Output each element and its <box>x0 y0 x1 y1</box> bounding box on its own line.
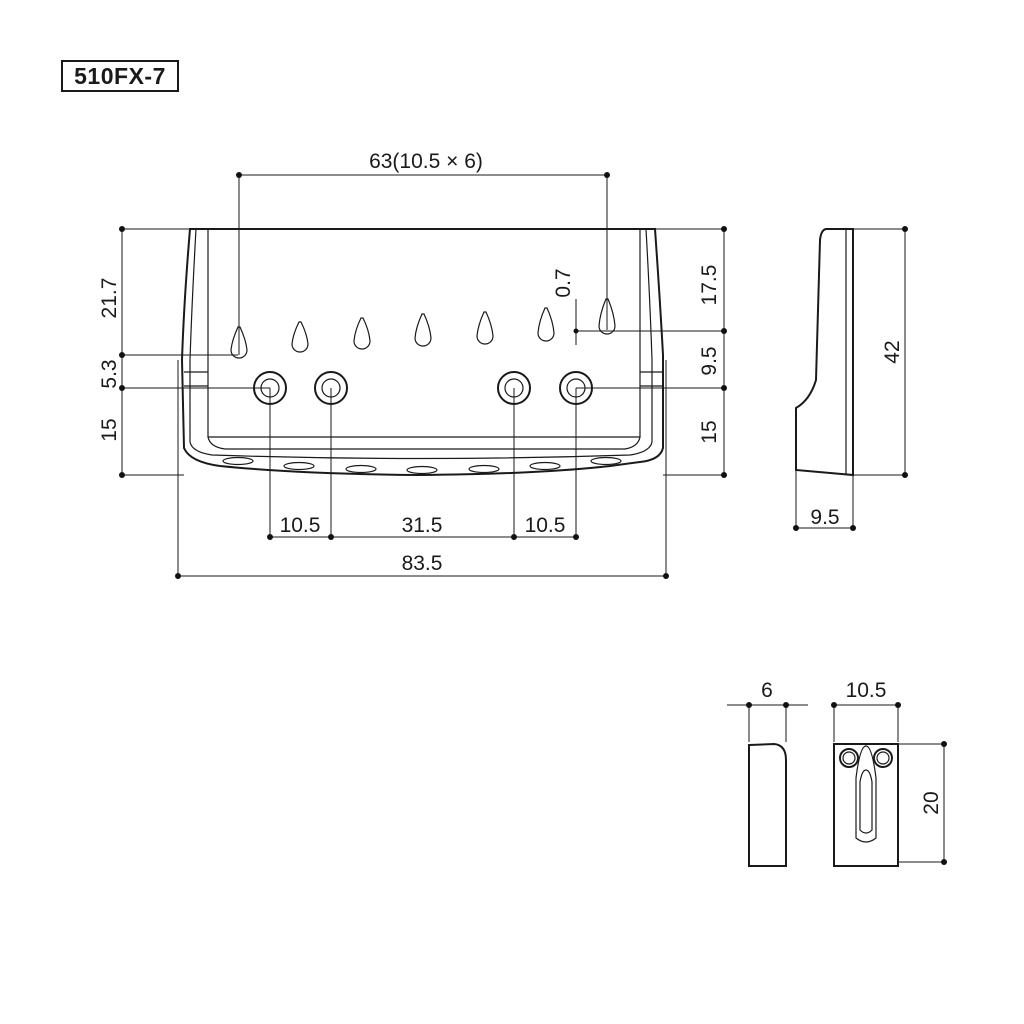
saddle-front-view: 10.5 20 <box>831 679 947 867</box>
string-hole <box>598 298 616 335</box>
model-label: 510FX-7 <box>61 60 179 92</box>
front-dimensions: 63(10.5 × 6) 21.7 5.3 15 17.5 9.5 15 0.7 <box>98 150 727 579</box>
dim-total-width: 83.5 <box>402 552 443 575</box>
dim-right-upper: 17.5 <box>698 265 721 306</box>
dim-right-mid: 9.5 <box>698 346 721 375</box>
string-hole <box>414 313 432 347</box>
bottom-slots <box>222 456 622 475</box>
bridge-front-view <box>180 228 664 477</box>
dim-span-mid: 31.5 <box>402 514 443 537</box>
dim-span-right: 10.5 <box>525 514 566 537</box>
dim-side-depth: 9.5 <box>810 506 839 529</box>
mounting-holes <box>253 371 593 405</box>
bridge-side-view: 42 9.5 <box>793 226 908 531</box>
dim-saddle-height: 20 <box>920 791 943 814</box>
string-hole <box>230 326 248 359</box>
dim-span-left: 10.5 <box>280 514 321 537</box>
dim-string-spacing: 63(10.5 × 6) <box>369 150 483 173</box>
dim-right-lower: 15 <box>698 420 721 443</box>
string-hole <box>537 307 555 342</box>
dim-offset: 0.7 <box>552 268 575 297</box>
string-hole <box>291 321 309 353</box>
string-holes <box>230 298 616 359</box>
dim-height-mid: 5.3 <box>98 359 121 388</box>
dim-side-height: 42 <box>881 340 904 363</box>
dim-height-lower: 15 <box>98 418 121 441</box>
string-hole <box>476 311 494 345</box>
dim-saddle-side-width: 6 <box>761 679 773 702</box>
dim-height-upper: 21.7 <box>98 278 121 319</box>
saddle-side-view: 6 <box>727 679 808 867</box>
dim-saddle-front-width: 10.5 <box>846 679 887 702</box>
string-hole <box>353 317 371 350</box>
